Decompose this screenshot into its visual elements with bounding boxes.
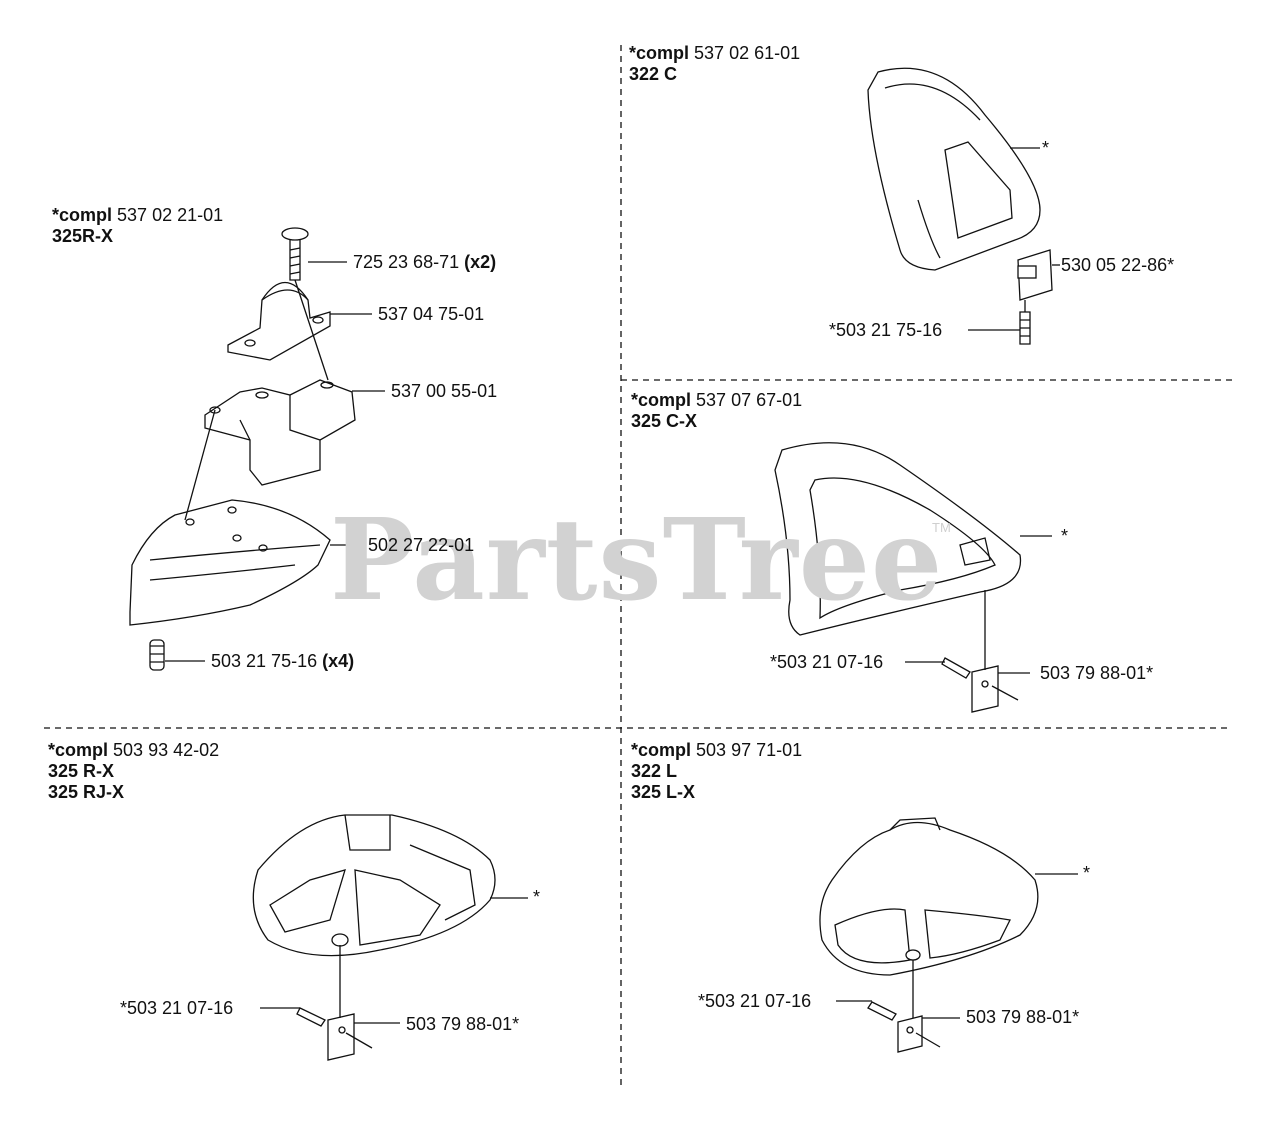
part-number: *503 21 07-16 (120, 998, 234, 1018)
model-name: 325 R-X (48, 761, 115, 781)
model-name: 322 C (629, 64, 678, 84)
plate-503-79-88-01-rx-drawing (327, 1013, 355, 1061)
part-label-503-79-88-01: 503 79 88-01* (966, 1007, 1079, 1027)
part-label-725-23-68-71: 725 23 68-71 (x2) (353, 252, 496, 272)
compl-number: 537 02 21-01 (117, 205, 224, 225)
panel-header-bottom-left: *compl 503 93 42-02 325 R-X 325 RJ-X (48, 740, 219, 803)
screw-503-21-07-16-322l-drawing (867, 1001, 897, 1021)
guard-322c-drawing (867, 67, 1041, 271)
part-label-asterisk: * (533, 887, 540, 907)
plate-503-79-88-01-drawing (971, 665, 999, 713)
part-label-537-04-75-01: 537 04 75-01 (378, 304, 484, 324)
compl-prefix: *compl (52, 205, 113, 225)
compl-number: 537 02 61-01 (694, 43, 801, 63)
part-number: 503 79 88-01* (966, 1007, 1080, 1027)
panel-header-bottom-right: *compl 503 97 71-01 322 L 325 L-X (631, 740, 802, 803)
part-qty: (x4) (322, 651, 355, 671)
compl-prefix: *compl (629, 43, 690, 63)
part-number: * (1042, 138, 1050, 158)
part-number: *503 21 07-16 (698, 991, 812, 1011)
guard-322l-drawing (819, 817, 1039, 976)
part-number: * (533, 887, 541, 907)
compl-prefix: *compl (631, 390, 692, 410)
part-label-503-21-07-16: *503 21 07-16 (698, 991, 811, 1011)
part-label-530-05-22-86: 530 05 22-86* (1061, 255, 1174, 275)
compl-prefix: *compl (48, 740, 109, 760)
part-label-503-21-75-16: 503 21 75-16 (x4) (211, 651, 354, 671)
model-name: 325 C-X (631, 411, 698, 431)
watermark-trademark: TM (932, 520, 951, 535)
part-label-502-27-22-01: 502 27 22-01 (368, 535, 474, 555)
compl-number: 503 93 42-02 (113, 740, 220, 760)
part-number: 725 23 68-71 (353, 252, 460, 272)
panel-header-middle-right: *compl 537 07 67-01 325 C-X (631, 390, 802, 432)
part-number: 502 27 22-01 (368, 535, 475, 555)
compl-prefix: *compl (631, 740, 692, 760)
part-label-asterisk: * (1061, 526, 1068, 546)
part-number: 503 21 75-16 (211, 651, 318, 671)
compl-number: 503 97 71-01 (696, 740, 803, 760)
guard-325rx-drawing (252, 814, 496, 957)
guard-502-27-22-01-drawing (129, 499, 331, 626)
screw-503-21-07-16-325cx-drawing (941, 657, 971, 679)
model-name: 322 L (631, 761, 678, 781)
part-number: *503 21 75-16 (829, 320, 943, 340)
part-number: * (1061, 526, 1069, 546)
plate-503-79-88-01-322l-drawing (897, 1015, 923, 1053)
bottom-right-leaders (836, 873, 1078, 1048)
watermark: PartsTree (330, 495, 944, 626)
clip-530-05-22-86-drawing (1017, 249, 1053, 301)
screw-725-23-68-71-drawing (281, 227, 309, 281)
part-qty: (x2) (464, 252, 497, 272)
top-right-leaders (968, 147, 1060, 331)
screw-503-21-75-16-drawing (149, 639, 165, 671)
part-label-503-21-75-16: *503 21 75-16 (829, 320, 942, 340)
part-number: 537 04 75-01 (378, 304, 485, 324)
part-label-asterisk: * (1042, 138, 1049, 158)
model-name: 325 L-X (631, 782, 696, 802)
model-name: 325 RJ-X (48, 782, 125, 802)
part-label-537-00-55-01: 537 00 55-01 (391, 381, 497, 401)
part-number: * (1083, 863, 1091, 883)
part-number: *503 21 07-16 (770, 652, 884, 672)
screw-503-21-07-16-rx-drawing (296, 1007, 326, 1027)
part-label-503-79-88-01: 503 79 88-01* (1040, 663, 1153, 683)
bracket-537-00-55-01-drawing (204, 379, 356, 486)
part-label-503-79-88-01: 503 79 88-01* (406, 1014, 519, 1034)
model-name: 325R-X (52, 226, 114, 246)
panel-header-top-right: *compl 537 02 61-01 322 C (629, 43, 800, 85)
guard-325cx-drawing (774, 442, 1022, 636)
screw-503-21-75-16-322c-drawing (1019, 311, 1031, 345)
top-left-leaders (165, 261, 385, 662)
part-number: 503 79 88-01* (1040, 663, 1154, 683)
part-label-503-21-07-16: *503 21 07-16 (120, 998, 233, 1018)
part-label-503-21-07-16: *503 21 07-16 (770, 652, 883, 672)
compl-number: 537 07 67-01 (696, 390, 803, 410)
middle-right-leaders (905, 535, 1052, 701)
part-number: 537 00 55-01 (391, 381, 498, 401)
part-number: 530 05 22-86* (1061, 255, 1175, 275)
part-label-asterisk: * (1083, 863, 1090, 883)
clamp-537-04-75-01-drawing (227, 282, 331, 361)
panel-header-top-left: *compl 537 02 21-01 325R-X (52, 205, 223, 247)
part-number: 503 79 88-01* (406, 1014, 520, 1034)
bottom-left-leaders (260, 897, 528, 1049)
